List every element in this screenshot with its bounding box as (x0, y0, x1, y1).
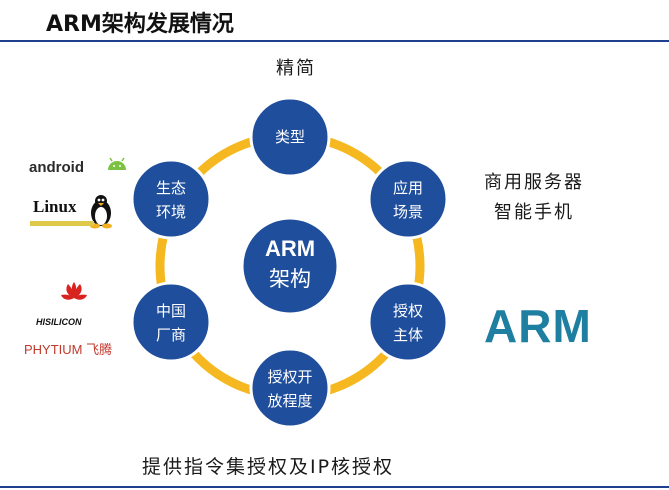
node-licensing-line1: 授权开 (267, 368, 312, 386)
linux-logo-underline (30, 221, 94, 226)
page-title: ARM架构发展情况 (46, 12, 234, 37)
caption-right-line1: 商用服务器 (484, 172, 584, 193)
node-vendors: 中国 厂商 (130, 281, 212, 363)
header-divider (0, 40, 669, 42)
node-vendors-line1: 中国 (156, 302, 186, 320)
node-ecosystem: 生态 环境 (130, 158, 212, 240)
center-circle (240, 216, 340, 316)
android-logo: android (29, 159, 84, 176)
node-application-line1: 应用 (393, 179, 423, 197)
arm-logo: ARM (484, 300, 592, 352)
hisilicon-flower-icon (61, 282, 87, 300)
node-vendors-line2: 厂商 (156, 326, 186, 344)
node-ecosystem-line1: 生态 (156, 179, 186, 197)
caption-bottom: 提供指令集授权及IP核授权 (142, 456, 395, 478)
caption-top: 精简 (276, 58, 316, 79)
node-licensing-line2: 放程度 (267, 392, 312, 410)
node-ecosystem-line2: 环境 (156, 203, 186, 221)
node-licensing: 授权开 放程度 (249, 347, 331, 429)
node-application: 应用 场景 (367, 158, 449, 240)
node-licensee-line1: 授权 (393, 302, 423, 320)
node-type-label: 类型 (275, 128, 305, 146)
node-licensee: 授权 主体 (367, 281, 449, 363)
center-node: ARM 架构 (240, 216, 340, 316)
caption-right-line2: 智能手机 (494, 202, 574, 223)
center-label-1: ARM (265, 236, 315, 261)
android-robot-icon (108, 157, 126, 170)
center-label-2: 架构 (269, 267, 311, 291)
hisilicon-logo: HISILICON (36, 317, 82, 327)
phytium-logo: PHYTIUM 飞腾 (24, 342, 113, 357)
node-application-line2: 场景 (393, 203, 423, 221)
node-type: 类型 (249, 96, 331, 178)
node-licensee-line2: 主体 (393, 326, 423, 344)
footer-divider (0, 486, 669, 488)
linux-logo: Linux (33, 197, 77, 216)
